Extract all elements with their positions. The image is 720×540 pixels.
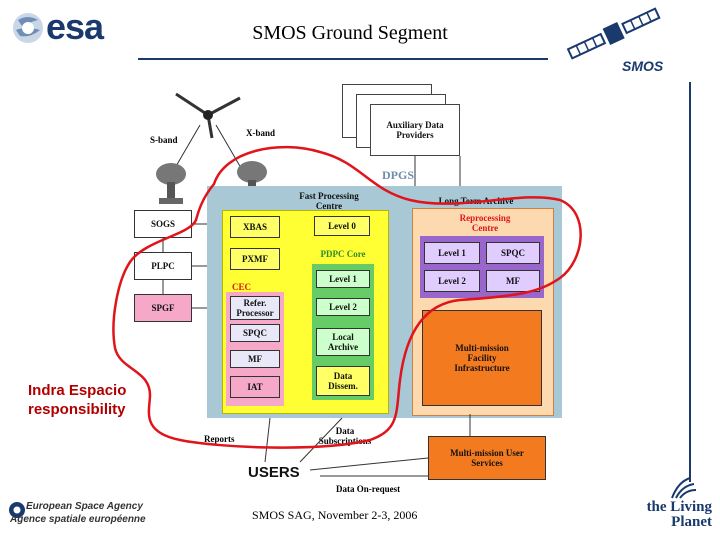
smos-satellite-logo (560, 4, 670, 84)
right-rule (689, 82, 691, 482)
repro-level2-box: Level 2 (424, 270, 480, 292)
agency-en: European Space Agency (26, 501, 143, 512)
mmfi-box: Multi-mission Facility Infrastructure (422, 310, 542, 406)
pdpc-core-label: PDPC Core (320, 249, 366, 259)
repro-level1-box: Level 1 (424, 242, 480, 264)
data-dissem-box: Data Dissem. (316, 366, 370, 396)
level1-box: Level 1 (316, 270, 370, 288)
repro-spqc-box: SPQC (486, 242, 540, 264)
iat-box: IAT (230, 376, 280, 398)
header-rule (138, 58, 548, 60)
repro-mf-box: MF (486, 270, 540, 292)
mf-cec-box: MF (230, 350, 280, 368)
users-label: USERS (248, 464, 300, 481)
data-on-request-label: Data On-request (336, 484, 401, 494)
satellite-icon (566, 7, 661, 60)
sogs-dish-icon (155, 162, 187, 206)
page-title: SMOS Ground Segment (252, 22, 448, 44)
refer-processor-box: Refer. Processor (230, 296, 280, 320)
meeting-footer: SMOS SAG, November 2-3, 2006 (252, 508, 418, 522)
indra-label: Indra Espacio responsibility (28, 382, 127, 418)
sogs-box: SOGS (134, 210, 192, 238)
esa-logo (6, 10, 136, 46)
aux-providers-box: Auxiliary Data Providers (370, 104, 460, 156)
x-band-label: X-band (246, 128, 276, 138)
xbas-box: XBAS (230, 216, 280, 238)
fpc-label: Fast Processing Centre (299, 191, 359, 211)
reports-label: Reports (204, 434, 235, 444)
pxmf-box: PXMF (230, 248, 280, 270)
smos-logo-text: SMOS (622, 58, 664, 74)
data-subscriptions-label: Data Subscriptions (318, 426, 372, 446)
plpc-box: PLPC (134, 252, 192, 280)
mmus-box: Multi-mission User Services (428, 436, 546, 480)
level0-box: Level 0 (314, 216, 370, 236)
spgf-box: SPGF (134, 294, 192, 322)
esa-globe-icon (13, 13, 43, 43)
level2-box: Level 2 (316, 298, 370, 316)
esa-footer-logo (8, 498, 26, 522)
cec-label: CEC (232, 282, 252, 292)
esa-logo-text: esa (46, 6, 104, 47)
living-planet-logo: the Living Planet (646, 499, 712, 530)
spqc-cec-box: SPQC (230, 324, 280, 342)
living-planet-icon (668, 472, 698, 502)
s-band-label: S-band (150, 135, 178, 145)
reprocessing-label: Reprocessing Centre (459, 213, 511, 233)
agency-fr: Agence spatiale européenne (10, 514, 146, 525)
dpgs-label: DPGS (382, 168, 415, 182)
local-archive-box: Local Archive (316, 328, 370, 356)
